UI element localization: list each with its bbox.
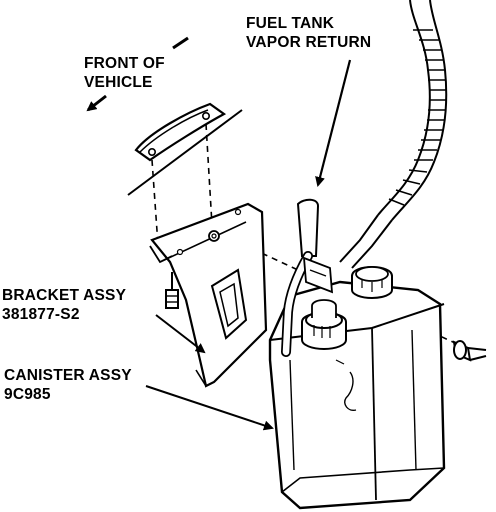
front-of-vehicle-line2: VEHICLE bbox=[84, 74, 153, 91]
vapor-return-leader bbox=[315, 59, 352, 187]
canister-screw bbox=[452, 340, 487, 362]
vapor-hose bbox=[339, 0, 448, 269]
bracket-bolt bbox=[165, 272, 179, 309]
front-of-vehicle-label: FRONT OF VEHICLE bbox=[84, 54, 165, 92]
bracket-assy-part-number: 381877-S2 bbox=[2, 306, 80, 323]
vapor-return-tube bbox=[281, 198, 334, 357]
fuel-tank-vapor-return-label: FUEL TANK VAPOR RETURN bbox=[246, 14, 371, 52]
bracket-assembly bbox=[149, 202, 268, 388]
fuel-tank-vapor-return-line1: FUEL TANK bbox=[246, 15, 335, 32]
canister-cap-front bbox=[301, 299, 347, 350]
mounting-plate bbox=[127, 102, 243, 196]
front-of-vehicle-line1: FRONT OF bbox=[84, 55, 165, 72]
canister-assy-line1: CANISTER ASSY bbox=[4, 367, 132, 384]
bracket-assy-leader bbox=[155, 314, 206, 354]
bracket-assy-label: BRACKET ASSY 381877-S2 bbox=[2, 286, 126, 324]
canister-body bbox=[268, 280, 446, 510]
front-direction-arrow bbox=[86, 36, 189, 112]
canister-cap-rear bbox=[351, 266, 393, 299]
canister-assy-label: CANISTER ASSY 9C985 bbox=[4, 366, 132, 404]
bracket-assy-line1: BRACKET ASSY bbox=[2, 287, 127, 304]
canister-assy-leader bbox=[145, 385, 274, 431]
fuel-tank-vapor-return-line2: VAPOR RETURN bbox=[246, 34, 372, 51]
canister-assy-part-number: 9C985 bbox=[4, 386, 51, 403]
